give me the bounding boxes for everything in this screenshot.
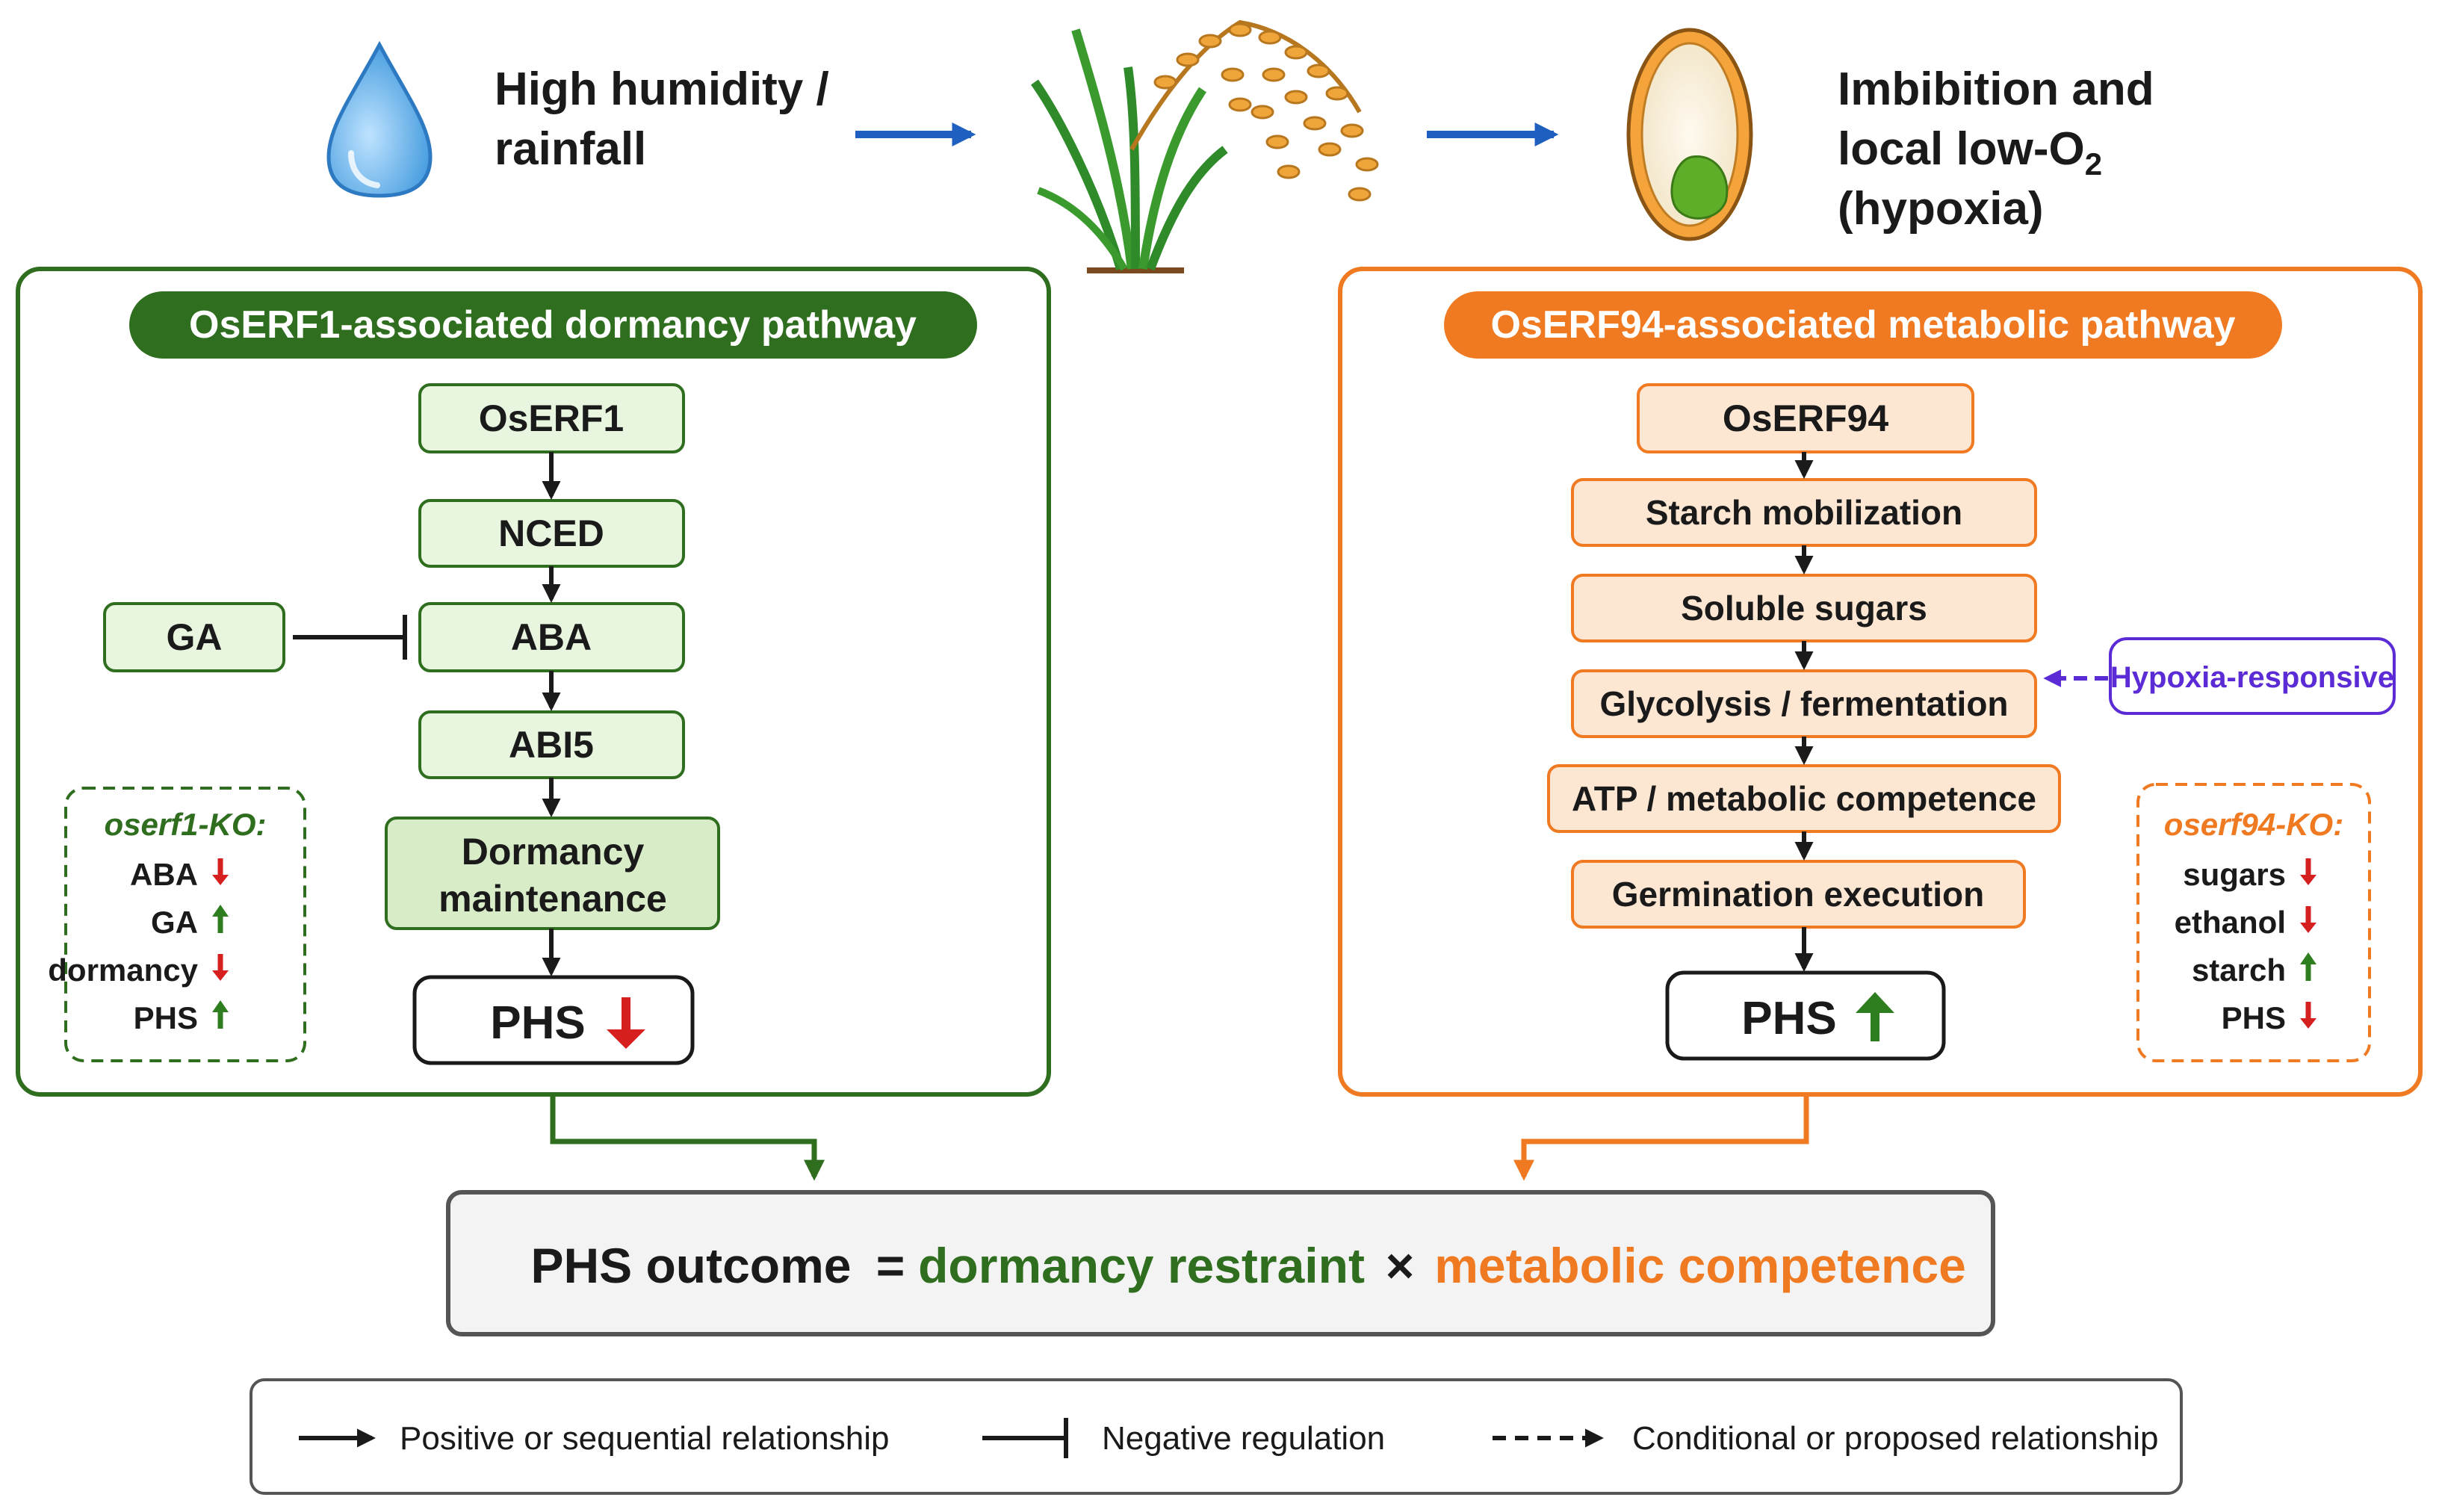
legend-negative-bar-icon bbox=[982, 1418, 1068, 1458]
ko-item: ABA bbox=[130, 857, 229, 892]
legend-box bbox=[250, 1378, 2183, 1495]
node-aba-label: ABA bbox=[511, 616, 592, 658]
ko-item: starch bbox=[2192, 952, 2316, 988]
node-dormancy-label-line2: maintenance bbox=[438, 878, 667, 920]
ga-inhibits-aba bbox=[293, 615, 407, 660]
left-ko-title: oserf1-KO: bbox=[104, 807, 266, 842]
phs-outcome-box bbox=[446, 1190, 1995, 1336]
right-to-outcome-connector bbox=[1513, 1097, 1809, 1181]
right-phs-label: PHS bbox=[1741, 993, 1836, 1044]
node-nced-label: NCED bbox=[498, 512, 604, 554]
node-oserf1-label: OsERF1 bbox=[479, 397, 625, 439]
imbibition-label-line2: local low-O2 bbox=[1838, 123, 2102, 182]
ko-item-label: PHS bbox=[2222, 1000, 2286, 1035]
node-atp-label: ATP / metabolic competence bbox=[1572, 779, 2036, 818]
left-to-outcome-connector bbox=[550, 1097, 825, 1181]
right-phs-up-arrow-icon bbox=[1856, 992, 1894, 1041]
ko-item-label: PHS bbox=[134, 1000, 198, 1035]
node-starch-mobilization: Starch mobilization bbox=[1571, 478, 2037, 547]
node-ga: GA bbox=[103, 602, 285, 672]
node-abi5-label: ABI5 bbox=[509, 724, 594, 766]
down-arrow-icon bbox=[2300, 858, 2316, 885]
right-panel-title: OsERF94-associated metabolic pathway bbox=[1490, 303, 2235, 347]
ko-item-label: starch bbox=[2192, 952, 2286, 988]
node-dormancy-maintenance: Dormancy maintenance bbox=[385, 817, 720, 930]
node-oserf1: OsERF1 bbox=[418, 383, 685, 453]
up-arrow-icon bbox=[212, 905, 229, 933]
o2-subscript: 2 bbox=[2085, 146, 2102, 182]
ko-item: PHS bbox=[134, 1000, 229, 1035]
ko-item-label: GA bbox=[151, 905, 198, 940]
node-oserf94: OsERF94 bbox=[1637, 383, 1974, 453]
node-glycolysis-label: Glycolysis / fermentation bbox=[1599, 684, 2008, 723]
ko-item-label: sugars bbox=[2183, 857, 2286, 892]
outcome-dormancy-restraint: dormancy restraint bbox=[918, 1238, 1365, 1293]
legend-negative-label: Negative regulation bbox=[1102, 1420, 1385, 1457]
left-panel-title: OsERF1-associated dormancy pathway bbox=[189, 303, 917, 347]
rice-plant-icon bbox=[1031, 19, 1379, 273]
left-panel-title-pill bbox=[129, 291, 977, 359]
left-phs-box: PHS bbox=[412, 975, 695, 1065]
down-arrow-icon bbox=[212, 858, 229, 885]
ko-item: PHS bbox=[2222, 1000, 2316, 1035]
ko-item: GA bbox=[151, 905, 229, 940]
ko-item-label: dormancy bbox=[48, 952, 198, 988]
ko-item-label: ethanol bbox=[2175, 905, 2286, 940]
outcome-equals: = bbox=[876, 1238, 905, 1293]
right-ko-title: oserf94-KO: bbox=[2164, 807, 2343, 842]
node-glycolysis-fermentation: Glycolysis / fermentation bbox=[1571, 669, 2037, 738]
imbibition-label-line3: (hypoxia) bbox=[1838, 183, 2044, 235]
up-arrow-icon bbox=[212, 1000, 229, 1029]
outcome-metabolic-competence: metabolic competence bbox=[1434, 1238, 1966, 1293]
left-phs-label: PHS bbox=[490, 997, 585, 1049]
imbibition-label-line2-main: local low-O bbox=[1838, 123, 2085, 175]
down-arrow-icon bbox=[212, 954, 229, 981]
humidity-label-line2: rainfall bbox=[495, 123, 646, 175]
hypoxia-responsive-label: Hypoxia-responsive bbox=[2110, 661, 2394, 694]
node-aba: ABA bbox=[418, 602, 685, 672]
node-ga-label: GA bbox=[167, 616, 223, 658]
node-dormancy-label-line1: Dormancy bbox=[462, 831, 645, 873]
node-sugars-label: Soluble sugars bbox=[1681, 589, 1927, 628]
node-germination-execution: Germination execution bbox=[1571, 860, 2026, 929]
legend-conditional-label: Conditional or proposed relationship bbox=[1632, 1420, 2158, 1457]
down-arrow-icon bbox=[2300, 906, 2316, 933]
outcome-times: × bbox=[1386, 1238, 1415, 1293]
node-germination-label: Germination execution bbox=[1612, 875, 1984, 914]
node-soluble-sugars: Soluble sugars bbox=[1571, 574, 2037, 642]
ko-item: dormancy bbox=[48, 952, 229, 988]
ko-item-label: ABA bbox=[130, 857, 198, 892]
down-arrow-icon bbox=[2300, 1002, 2316, 1029]
node-abi5: ABI5 bbox=[418, 710, 685, 779]
ko-item: sugars bbox=[2183, 857, 2316, 892]
imbibition-label-line1: Imbibition and bbox=[1838, 63, 2154, 115]
outcome-lhs: PHS outcome bbox=[530, 1238, 851, 1293]
node-atp-competence: ATP / metabolic competence bbox=[1547, 764, 2061, 833]
hypoxia-responsive-box: Hypoxia-responsive bbox=[2109, 637, 2396, 715]
node-nced: NCED bbox=[418, 499, 685, 568]
right-panel-title-pill bbox=[1444, 291, 2282, 359]
humidity-label-line1: High humidity / bbox=[495, 63, 829, 115]
water-drop-icon bbox=[326, 40, 433, 198]
node-oserf94-label: OsERF94 bbox=[1723, 397, 1889, 439]
ko-item: ethanol bbox=[2175, 905, 2316, 940]
up-arrow-icon bbox=[2300, 952, 2316, 981]
node-starch-label: Starch mobilization bbox=[1646, 493, 1962, 532]
left-phs-down-arrow-icon bbox=[607, 997, 645, 1049]
right-phs-box: PHS bbox=[1665, 970, 1946, 1061]
legend-positive-label: Positive or sequential relationship bbox=[400, 1420, 890, 1457]
seed-icon bbox=[1626, 28, 1753, 241]
